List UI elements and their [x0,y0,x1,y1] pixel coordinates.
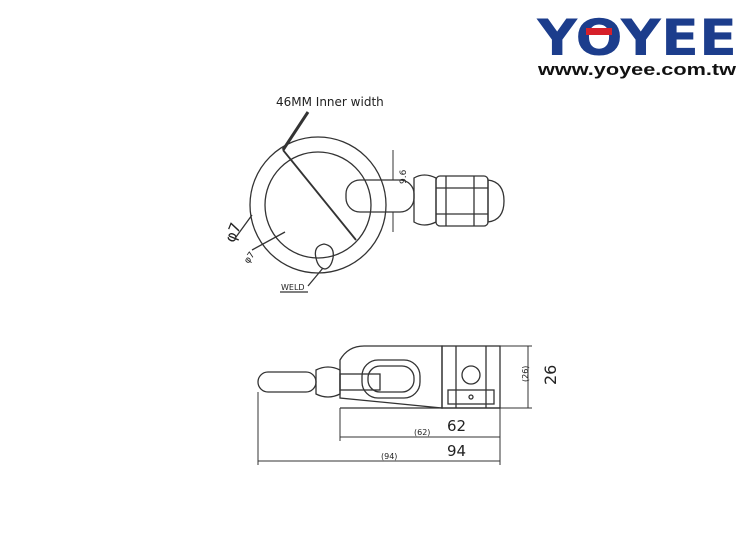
brand-logo: YOYEE www.yoyee.com.tw [536,9,737,79]
housing-lower-block [447,389,495,405]
side-view [257,345,532,465]
logo-red-band [586,28,612,35]
logo-text: YOYEE [536,9,737,67]
total-hand-label: 94 [447,442,466,460]
inner-width-dim-line [282,149,357,241]
wire-dia-leader [251,231,286,251]
side-hoop-inner [367,365,415,393]
ring-inner [264,151,372,259]
pin-knob [435,175,489,227]
body-hand-label: 62 [447,417,466,435]
outer-dia-leader [235,214,253,238]
height-ref-label: (26) [521,366,530,382]
wire-dia-label: φ7 [243,250,258,265]
side-pin-shaft [339,373,381,391]
weld-label: WELD [281,283,305,292]
outer-dia-label: φ7 [221,220,245,245]
body-ref-label: (62) [414,428,430,437]
housing-screw [468,394,474,400]
pin-knob-cap [487,179,505,223]
inner-width-leader [281,111,310,151]
inner-width-label: 46MM Inner width [276,95,384,109]
side-hoop [361,359,421,399]
side-pin-handle [257,371,317,393]
side-pin-collar [315,366,341,398]
pin-collar [413,174,437,226]
top-view [235,111,505,293]
ring-outer [249,136,387,274]
side-base-plate [339,345,443,409]
pin-dia-label: 9.6 [399,169,409,184]
side-housing [441,345,501,409]
website-text: www.yoyee.com.tw [537,60,737,79]
total-ref-label: (94) [381,452,397,461]
weld-leader [307,267,324,287]
weld-blob [314,243,334,270]
height-hand-label: 26 [541,365,560,385]
housing-ball [461,365,481,385]
